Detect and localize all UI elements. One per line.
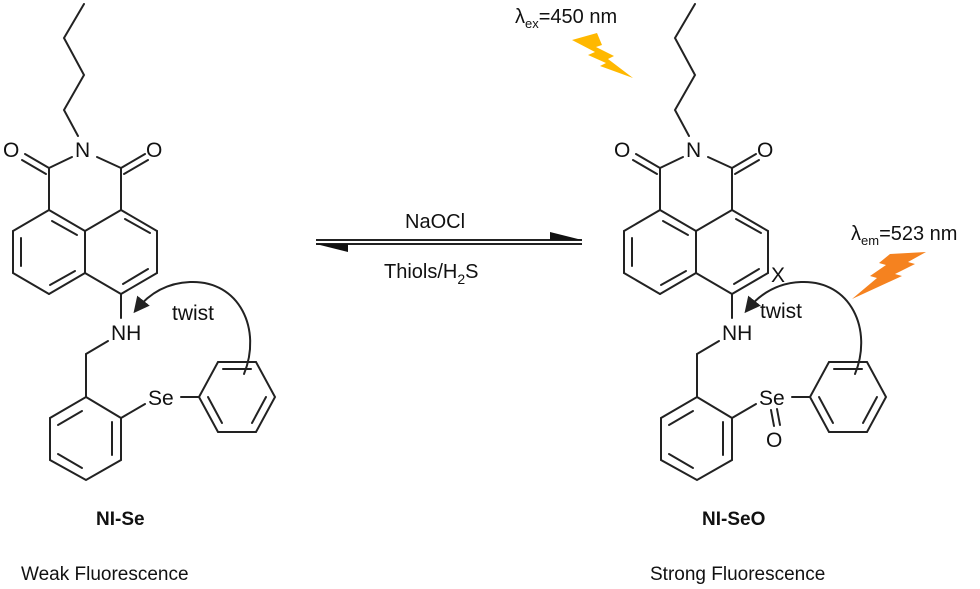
excitation-lightning-icon bbox=[572, 33, 633, 78]
emission-annotation: λem=523 nm bbox=[851, 223, 957, 299]
butyl-chain bbox=[673, 3, 697, 137]
reverse-arrowhead bbox=[316, 244, 348, 252]
atom-se: Se bbox=[148, 387, 174, 410]
twist-label: twist bbox=[760, 300, 802, 323]
atom-o-selenoxide: O bbox=[766, 429, 782, 452]
excitation-annotation: λex=450 nm bbox=[515, 6, 633, 78]
atom-n: N bbox=[686, 139, 701, 162]
compound-name-ni-se: NI-Se bbox=[96, 509, 145, 530]
forward-reagent: NaOCl bbox=[405, 211, 465, 233]
atom-se: Se bbox=[759, 387, 785, 410]
emission-lightning-icon bbox=[852, 252, 926, 299]
compound-name-ni-seo: NI-SeO bbox=[702, 509, 765, 530]
atom-nh: NH bbox=[111, 322, 141, 345]
butyl-chain bbox=[62, 3, 86, 137]
atom-n: N bbox=[75, 139, 90, 162]
atom-o-left: O bbox=[614, 139, 630, 162]
twist-arrow-blocked bbox=[744, 280, 863, 375]
twist-label: twist bbox=[172, 302, 214, 325]
forward-arrowhead bbox=[550, 232, 582, 240]
excitation-label: λex=450 nm bbox=[515, 6, 617, 31]
molecule-ni-seo: N O O NH Se O X twist NI-SeO Strong Fluo… bbox=[614, 3, 888, 585]
twist-arrow bbox=[133, 280, 252, 375]
equilibrium-arrows: NaOCl Thiols/H2S bbox=[316, 211, 582, 287]
emission-label: λem=523 nm bbox=[851, 223, 957, 248]
reverse-reagent: Thiols/H2S bbox=[384, 261, 479, 287]
atom-o-left: O bbox=[3, 139, 19, 162]
atom-nh: NH bbox=[722, 322, 752, 345]
atom-o-right: O bbox=[146, 139, 162, 162]
description-weak: Weak Fluorescence bbox=[21, 564, 189, 585]
description-strong: Strong Fluorescence bbox=[650, 564, 825, 585]
blocked-mark: X bbox=[771, 264, 785, 287]
molecule-ni-se: N O O NH Se twist NI-Se Weak Fluorescenc… bbox=[3, 3, 277, 585]
atom-o-right: O bbox=[757, 139, 773, 162]
